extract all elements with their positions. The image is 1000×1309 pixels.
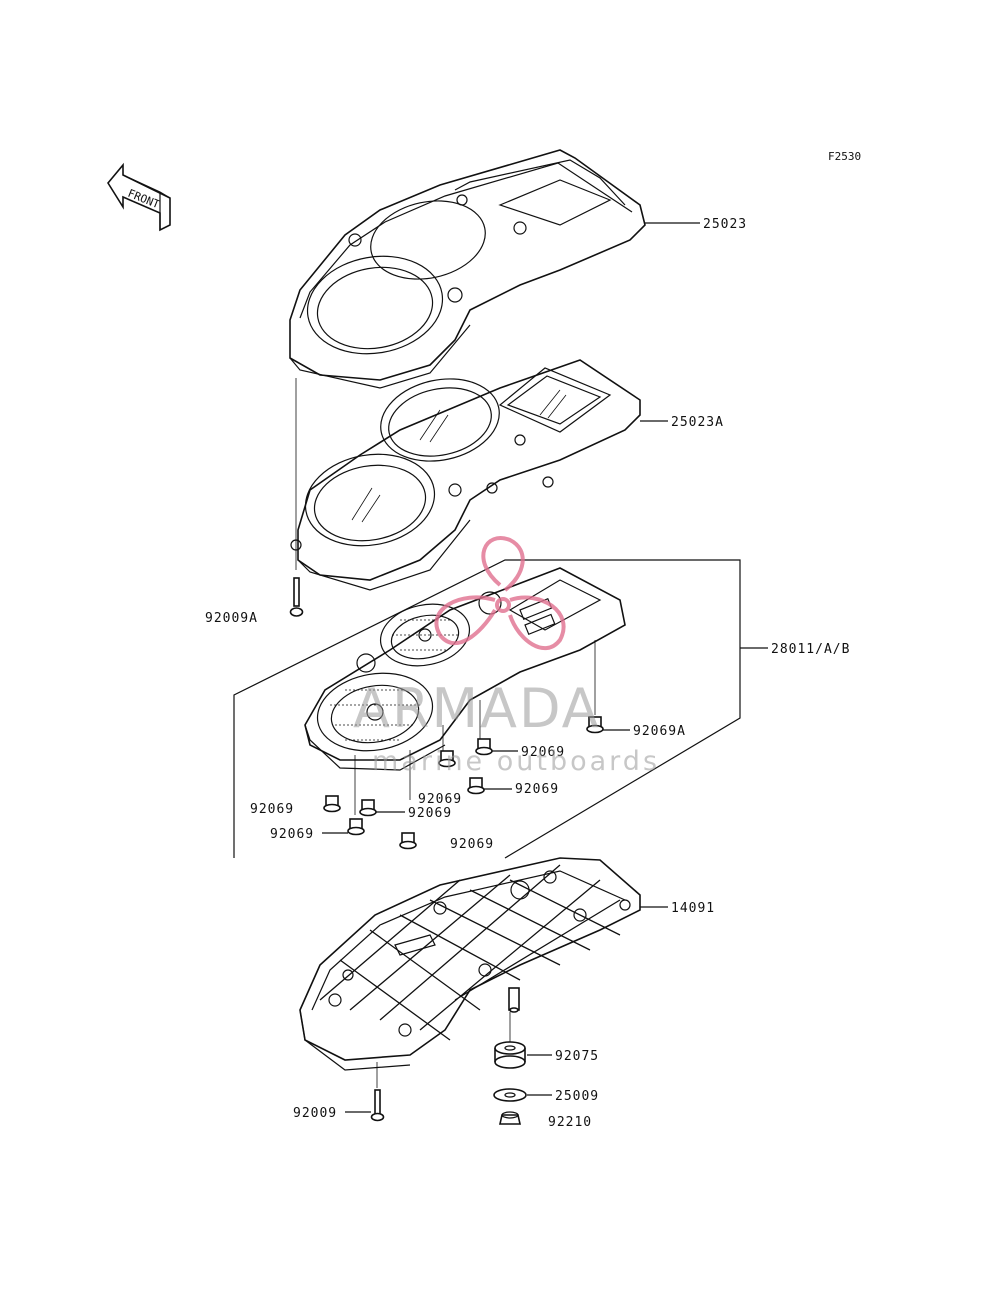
watermark-brand: ARMADA bbox=[353, 677, 601, 740]
meter-cover-part bbox=[289, 149, 646, 389]
part-label-92069-6: 92069 bbox=[270, 827, 314, 842]
screw-part bbox=[289, 577, 304, 617]
part-label-92069A: 92069A bbox=[633, 724, 686, 739]
front-arrow-icon: FRONT bbox=[107, 162, 171, 232]
nut-2 bbox=[438, 750, 456, 768]
nut-3 bbox=[467, 777, 485, 795]
watermark: ARMADA marine outboards bbox=[353, 536, 660, 777]
part-label-92069-4: 92069 bbox=[250, 802, 294, 817]
part-label-92069-3: 92069 bbox=[515, 782, 559, 797]
part-label-28011: 28011/A/B bbox=[771, 642, 850, 657]
part-label-92069-1: 92069 bbox=[521, 745, 565, 760]
part-label-92069-5: 92069 bbox=[408, 806, 452, 821]
screw-92009-part bbox=[370, 1089, 385, 1122]
part-label-92069-7: 92069 bbox=[450, 837, 494, 852]
part-label-14091: 14091 bbox=[671, 901, 715, 916]
nut-6 bbox=[347, 818, 365, 836]
nut-4 bbox=[323, 795, 341, 813]
part-label-92075: 92075 bbox=[555, 1049, 599, 1064]
grommet-part bbox=[494, 1041, 526, 1069]
part-label-92009: 92009 bbox=[293, 1106, 337, 1121]
nut-1 bbox=[475, 738, 493, 756]
watermark-logo-icon bbox=[434, 536, 566, 651]
nut-7 bbox=[399, 832, 417, 850]
part-label-92069-2: 92069 bbox=[418, 792, 462, 807]
part-label-25023A: 25023A bbox=[671, 415, 724, 430]
part-label-25023: 25023 bbox=[703, 217, 747, 232]
nuts-group bbox=[323, 716, 604, 850]
nut-92210-part bbox=[499, 1111, 521, 1125]
meter-assembly-part bbox=[304, 567, 626, 815]
part-label-92210: 92210 bbox=[548, 1115, 592, 1130]
part-label-92009A: 92009A bbox=[205, 611, 258, 626]
part-label-25009: 25009 bbox=[555, 1089, 599, 1104]
meter-case-part bbox=[290, 359, 641, 591]
bottom-cover-part bbox=[299, 857, 641, 1071]
figure-code: F2530 bbox=[828, 150, 861, 163]
watermark-tagline: marine outboards bbox=[372, 746, 660, 777]
nut-5 bbox=[359, 799, 377, 817]
washer-part bbox=[493, 1088, 527, 1102]
nut-92069A bbox=[586, 716, 604, 734]
